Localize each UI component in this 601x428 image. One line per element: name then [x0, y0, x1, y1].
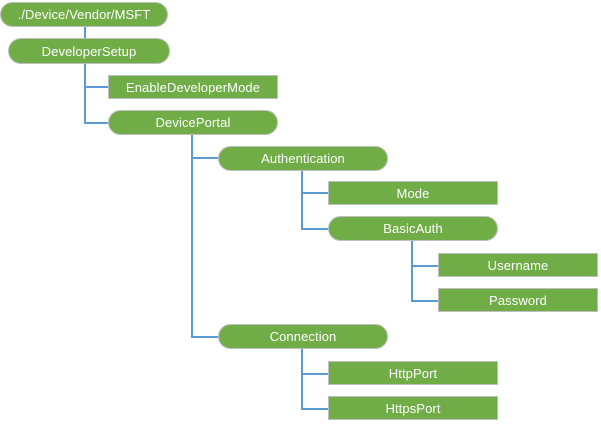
connector-developersetup-to-portal	[84, 122, 108, 124]
node-basicauth[interactable]: BasicAuth	[328, 216, 498, 241]
node-username[interactable]: Username	[438, 253, 598, 277]
connector-deviceportal-to-auth	[191, 157, 218, 159]
node-authentication[interactable]: Authentication	[218, 146, 388, 171]
connector-deviceportal-trunk	[191, 135, 193, 337]
connector-basicauth-to-username	[411, 265, 438, 267]
connector-developersetup-trunk	[84, 64, 86, 123]
connector-connection-trunk	[301, 349, 303, 409]
connector-basicauth-to-password	[411, 300, 438, 302]
node-developersetup[interactable]: DeveloperSetup	[8, 38, 170, 64]
connector-basicauth-trunk	[411, 241, 413, 300]
node-enabledevelopermode[interactable]: EnableDeveloperMode	[108, 75, 278, 99]
connector-developersetup-to-enable	[84, 86, 108, 88]
connector-connection-to-httpport	[301, 373, 328, 375]
node-mode[interactable]: Mode	[328, 181, 498, 205]
connector-connection-to-httpsport	[301, 408, 328, 410]
node-root[interactable]: ./Device/Vendor/MSFT	[0, 2, 168, 27]
node-connection[interactable]: Connection	[218, 324, 388, 349]
connector-authentication-to-mode	[301, 192, 328, 194]
node-httpport[interactable]: HttpPort	[328, 361, 498, 385]
node-password[interactable]: Password	[438, 288, 598, 312]
connector-deviceportal-to-connection	[191, 336, 218, 338]
connector-authentication-to-basicauth	[301, 228, 328, 230]
node-deviceportal[interactable]: DevicePortal	[108, 110, 278, 135]
connector-root-to-developersetup	[84, 27, 86, 38]
node-httpsport[interactable]: HttpsPort	[328, 396, 498, 420]
connector-authentication-trunk	[301, 171, 303, 228]
